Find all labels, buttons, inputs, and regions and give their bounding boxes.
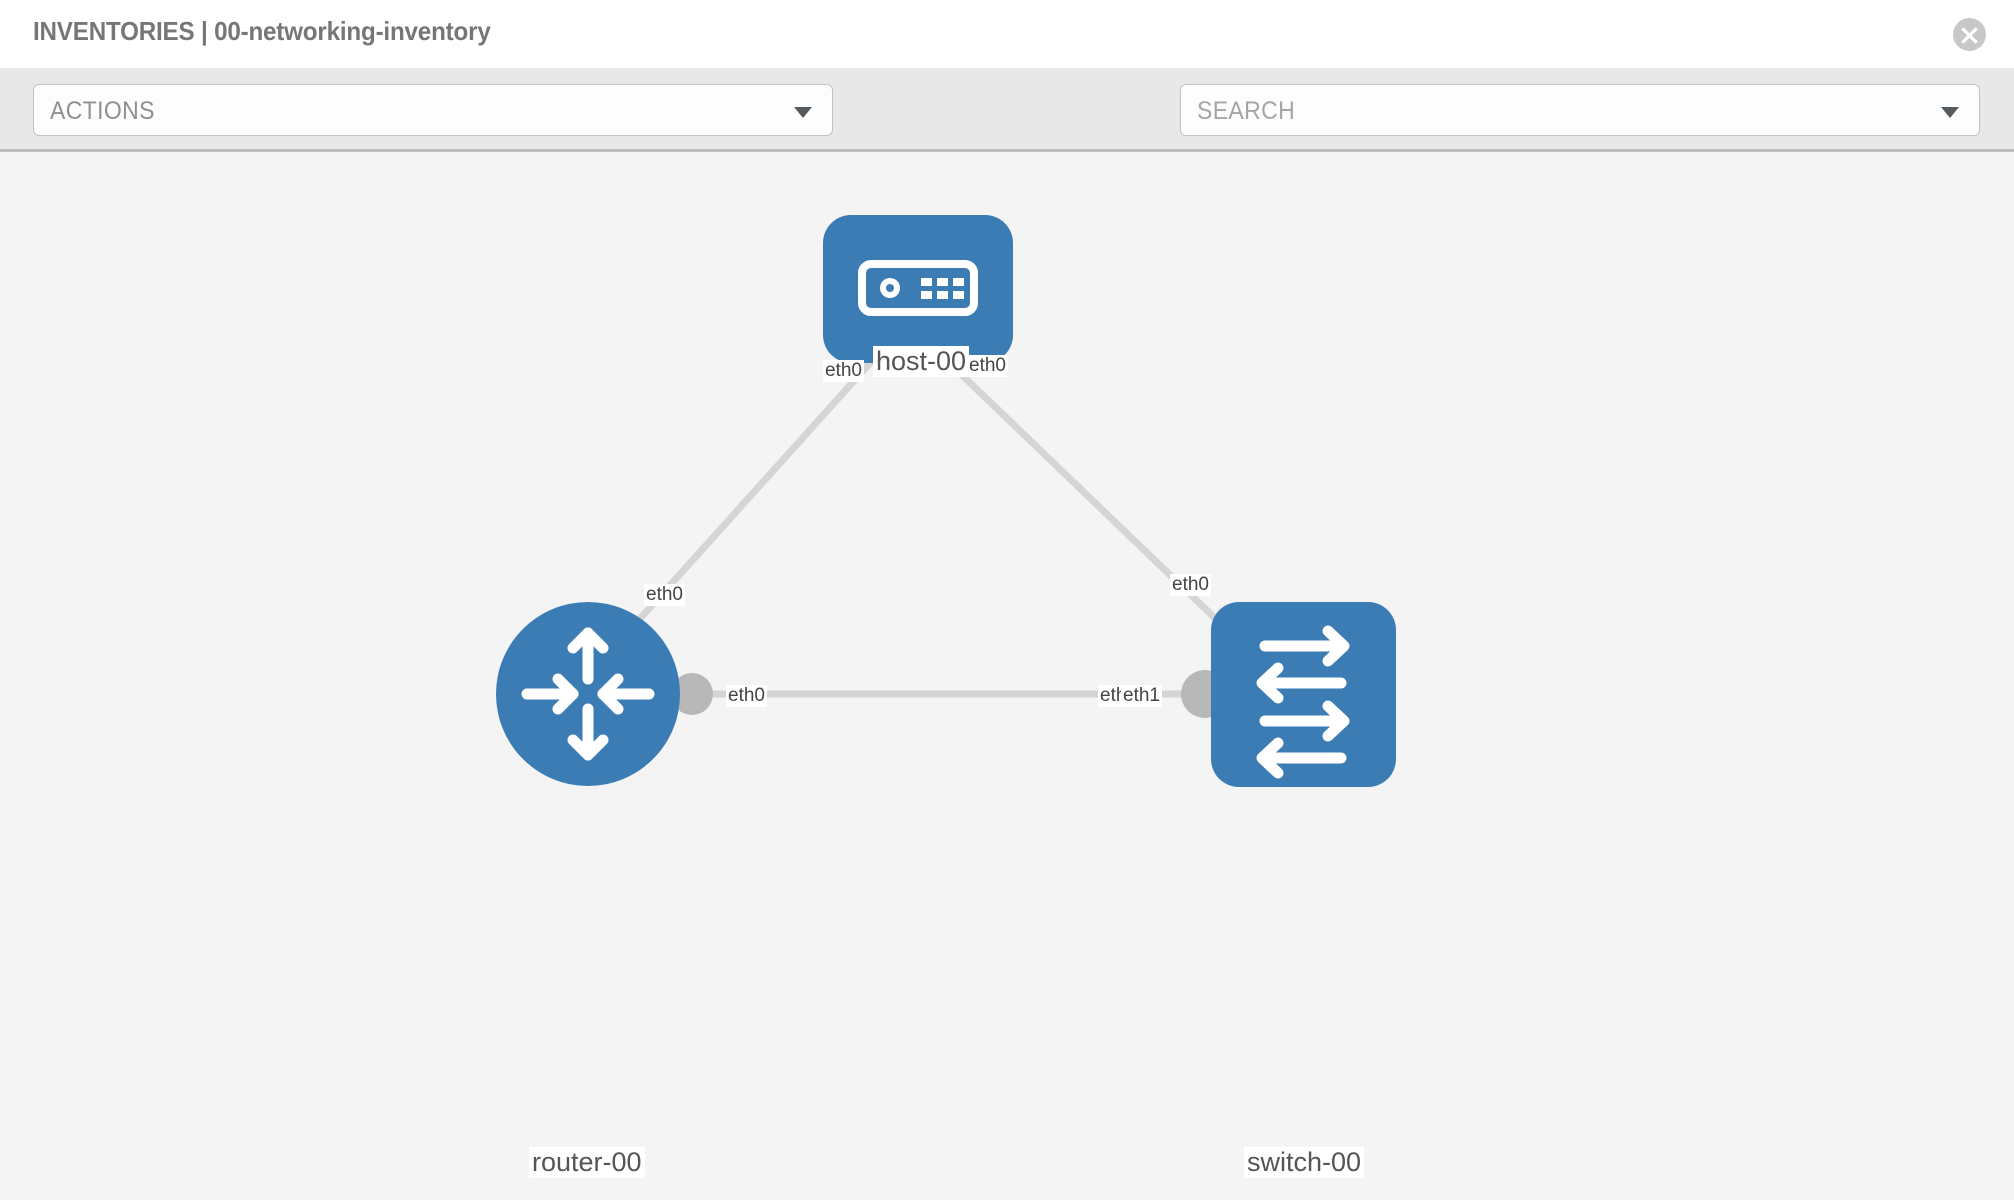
- link-host-switch[interactable]: [935, 349, 1248, 650]
- iface-label-router-upper: eth0: [644, 584, 685, 606]
- node-router-00[interactable]: [496, 602, 680, 786]
- chevron-down-icon: [794, 107, 812, 118]
- router-arrows-icon: [521, 627, 655, 761]
- iface-label-switch-left: eth1: [1121, 685, 1162, 707]
- chevron-down-icon: [1941, 107, 1959, 118]
- node-switch-00[interactable]: [1211, 602, 1396, 787]
- server-icon: [858, 260, 978, 316]
- node-label-switch-00: switch-00: [1244, 1147, 1365, 1179]
- page-title: INVENTORIES | 00-networking-inventory: [33, 16, 491, 46]
- iface-label-host-right: eth0: [967, 355, 1008, 377]
- node-label-host-00: host-00: [873, 346, 970, 378]
- node-host-00[interactable]: [823, 215, 1013, 363]
- topology-canvas[interactable]: host-00 router-00 switch-00 eth0 eth0 et…: [0, 152, 2014, 1200]
- close-icon[interactable]: [1953, 18, 1986, 51]
- switch-arrows-icon: [1256, 625, 1350, 779]
- search-input[interactable]: SEARCH: [1180, 84, 1980, 136]
- window-header: INVENTORIES | 00-networking-inventory: [0, 0, 2014, 68]
- connector-router-right[interactable]: [671, 673, 713, 715]
- link-host-router[interactable]: [607, 349, 883, 655]
- actions-dropdown-label: ACTIONS: [50, 97, 155, 125]
- iface-label-switch-upper: eth0: [1170, 574, 1211, 596]
- iface-label-router-right: eth0: [726, 685, 767, 707]
- topology-graph: [496, 215, 1396, 787]
- node-label-router-00: router-00: [529, 1147, 645, 1179]
- iface-label-host-left: eth0: [823, 360, 864, 382]
- actions-dropdown[interactable]: ACTIONS: [33, 84, 833, 136]
- search-placeholder: SEARCH: [1197, 97, 1296, 125]
- toolbar: ACTIONS SEARCH: [0, 68, 2014, 198]
